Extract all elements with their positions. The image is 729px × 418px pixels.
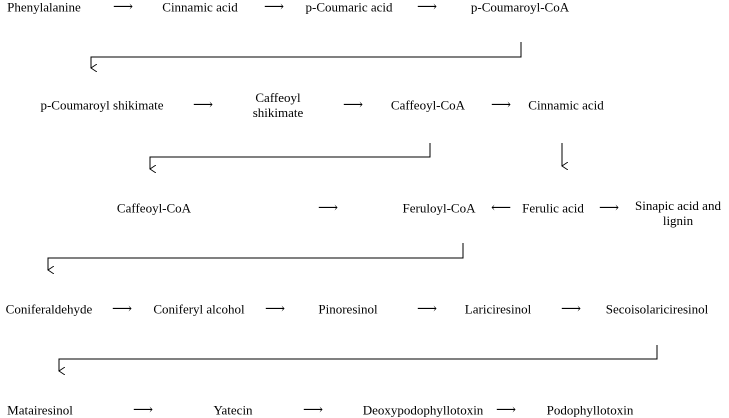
compound-p-coumaric-acid: p-Coumaric acid [305, 0, 393, 15]
compound-pinoresinol: Pinoresinol [318, 301, 378, 317]
arrow-right: ⟶ [560, 302, 582, 317]
arrow-right: ⟶ [112, 0, 134, 15]
compound-podophyllotoxin: Podophyllotoxin [546, 402, 634, 418]
connector-row1-row2 [91, 42, 522, 68]
arrow-right: ⟶ [490, 98, 512, 113]
arrow-right: ⟶ [317, 201, 339, 216]
arrow-right: ⟶ [263, 0, 285, 15]
compound-p-coumaroyl-shikimate: p-Coumaroyl shikimate [40, 97, 164, 113]
arrow-right: ⟶ [302, 403, 324, 418]
compound-matairesinol: Matairesinol [7, 402, 73, 418]
arrow-left: ⟵ [490, 201, 512, 216]
compound-p-coumaroyl-coa: p-Coumaroyl-CoA [470, 0, 570, 15]
compound-deoxypodophyllotoxin: Deoxypodophyllotoxin [362, 402, 484, 418]
arrow-right: ⟶ [264, 302, 286, 317]
compound-phenylalanine: Phenylalanine [7, 0, 81, 15]
arrow-right: ⟶ [495, 403, 517, 418]
compound-secoisolariciresinol: Secoisolariciresinol [605, 301, 709, 317]
arrow-right: ⟶ [111, 302, 133, 317]
arrow-right: ⟶ [416, 0, 438, 15]
arrow-right: ⟶ [132, 403, 154, 418]
connector-row4-row5 [59, 345, 658, 371]
arrow-right: ⟶ [342, 98, 364, 113]
compound-cinnamic-acid: Cinnamic acid [162, 0, 238, 15]
compound-yatecin: Yatecin [213, 402, 253, 418]
compound-ferulic-acid: Ferulic acid [522, 200, 584, 216]
connector-row3-row4 [48, 243, 464, 270]
compound-caffeoyl-coa: Caffeoyl-CoA [390, 97, 466, 113]
compound-sinapic-acid-and-lignin: Sinapic acid and lignin [635, 198, 721, 228]
arrow-right: ⟶ [598, 201, 620, 216]
compound-caffeoyl-coa: Caffeoyl-CoA [116, 200, 192, 216]
compound-coniferyl-alcohol: Coniferyl alcohol [153, 301, 245, 317]
arrow-right: ⟶ [416, 302, 438, 317]
compound-cinnamic-acid: Cinnamic acid [528, 97, 604, 113]
compound-feruloyl-coa: Feruloyl-CoA [402, 200, 476, 216]
connector-row2-row3 [150, 143, 431, 169]
compound-lariciresinol: Lariciresinol [464, 301, 532, 317]
compound-coniferaldehyde: Coniferaldehyde [5, 301, 93, 317]
arrow-right: ⟶ [192, 98, 214, 113]
compound-caffeoyl-shikimate: Caffeoyl shikimate [252, 90, 304, 120]
